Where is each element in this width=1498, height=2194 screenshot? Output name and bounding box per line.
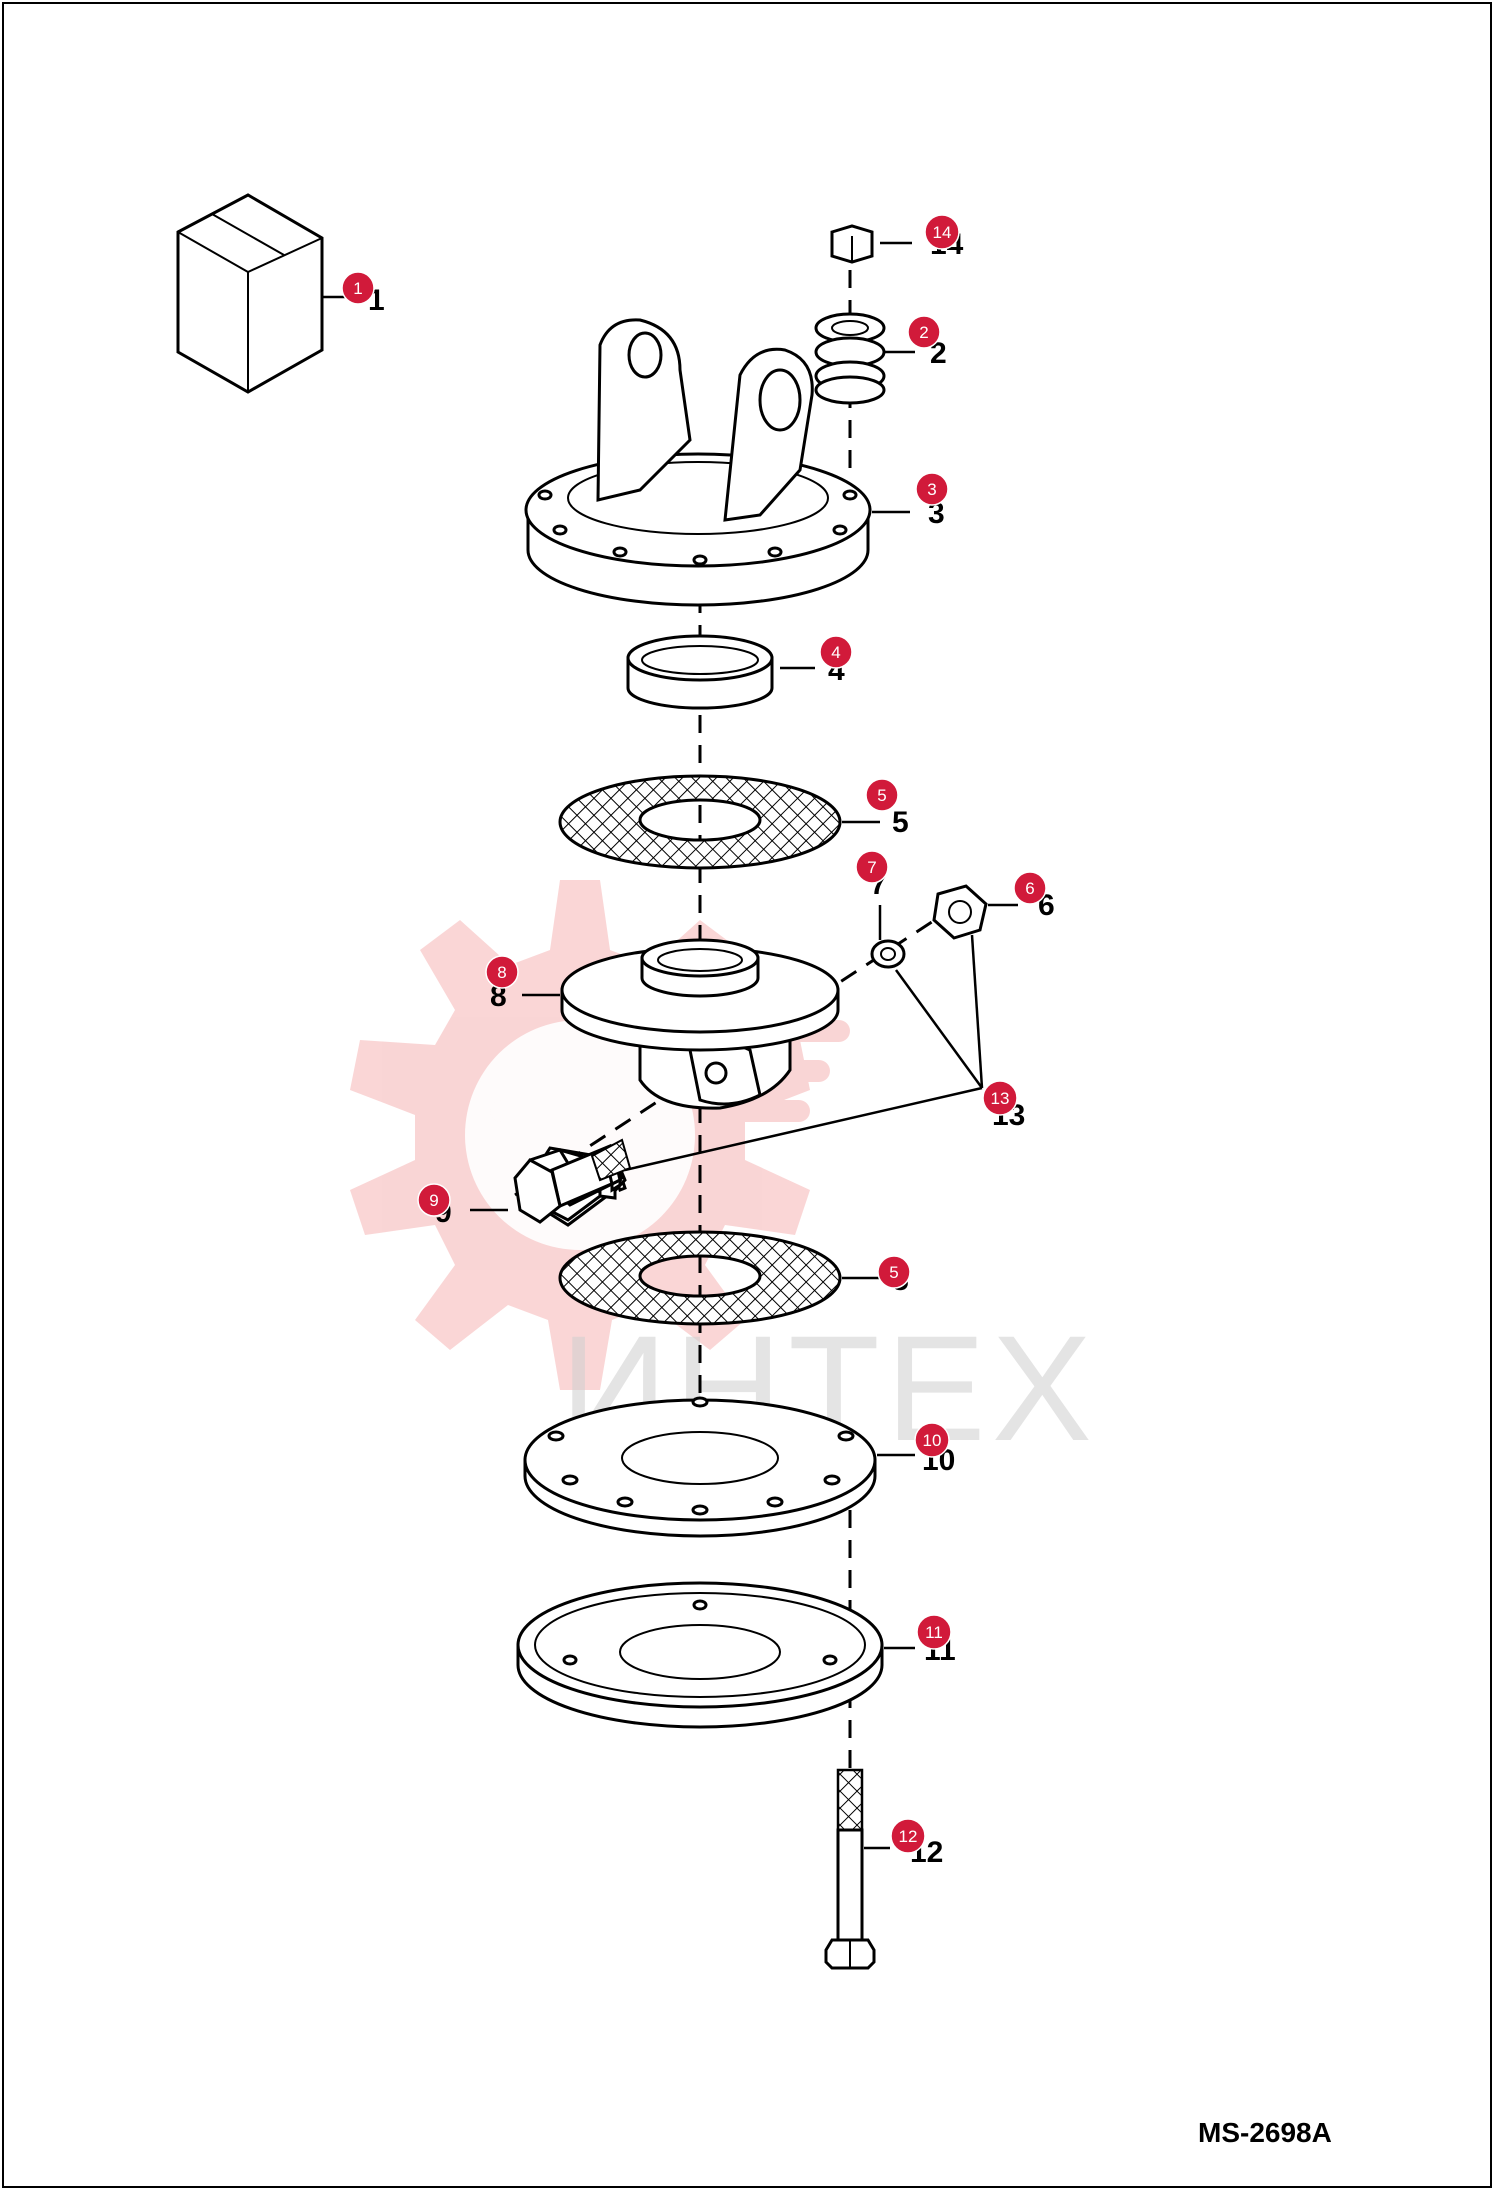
badge-9[interactable]: 9 xyxy=(417,1183,451,1217)
part-11-retainer xyxy=(516,1581,884,1729)
badge-5b[interactable]: 5 xyxy=(877,1255,911,1289)
badge-1[interactable]: 1 xyxy=(341,271,375,305)
svg-text:10: 10 xyxy=(923,1431,942,1450)
drawing-code: MS-2698A xyxy=(1198,2117,1332,2148)
part-10-plate xyxy=(523,1396,877,1538)
badge-8[interactable]: 8 xyxy=(485,955,519,989)
svg-text:11: 11 xyxy=(925,1623,943,1642)
part-1-kit-box xyxy=(176,193,324,394)
badge-13[interactable]: 13 xyxy=(982,1080,1018,1116)
callout-label-5a: 5 xyxy=(892,806,909,839)
badge-4[interactable]: 4 xyxy=(819,635,853,669)
svg-text:6: 6 xyxy=(1025,879,1034,898)
svg-text:5: 5 xyxy=(889,1263,898,1282)
badge-5a[interactable]: 5 xyxy=(865,778,899,812)
leader-lines xyxy=(322,241,1018,1850)
badge-2[interactable]: 2 xyxy=(907,315,941,349)
part-5-friction-disc-upper xyxy=(558,774,842,870)
badge-14[interactable]: 14 xyxy=(924,214,960,250)
badge-10[interactable]: 10 xyxy=(914,1422,950,1458)
svg-text:8: 8 xyxy=(497,963,506,982)
svg-text:7: 7 xyxy=(867,858,876,877)
badge-12[interactable]: 12 xyxy=(890,1818,926,1854)
svg-text:2: 2 xyxy=(919,323,928,342)
part-14-nut xyxy=(830,224,874,264)
svg-text:3: 3 xyxy=(927,480,936,499)
badge-3[interactable]: 3 xyxy=(915,472,949,506)
callout-badges[interactable]: 1 2 3 4 5 6 7 8 13 9 5 10 11 12 14 xyxy=(341,214,1047,1854)
svg-text:4: 4 xyxy=(831,643,840,662)
svg-text:12: 12 xyxy=(899,1827,918,1846)
svg-text:9: 9 xyxy=(429,1191,438,1210)
svg-text:1: 1 xyxy=(353,279,362,298)
part-7-washer xyxy=(870,939,906,969)
badge-7[interactable]: 7 xyxy=(855,850,889,884)
svg-text:14: 14 xyxy=(933,223,952,242)
part-3-yoke-flange xyxy=(524,318,872,607)
part-5-friction-disc-lower xyxy=(558,1230,842,1326)
part-6-lock-nut xyxy=(932,884,988,940)
svg-text:5: 5 xyxy=(877,786,886,805)
part-4-bushing xyxy=(626,634,774,710)
badge-11[interactable]: 11 xyxy=(916,1614,952,1650)
part-12-bolt xyxy=(824,1768,876,1970)
part-2-spring xyxy=(814,312,886,405)
part-9-cross-bolt-body xyxy=(513,1138,632,1224)
svg-text:13: 13 xyxy=(991,1089,1010,1108)
part-8-hub xyxy=(560,938,840,1110)
badge-6[interactable]: 6 xyxy=(1013,871,1047,905)
